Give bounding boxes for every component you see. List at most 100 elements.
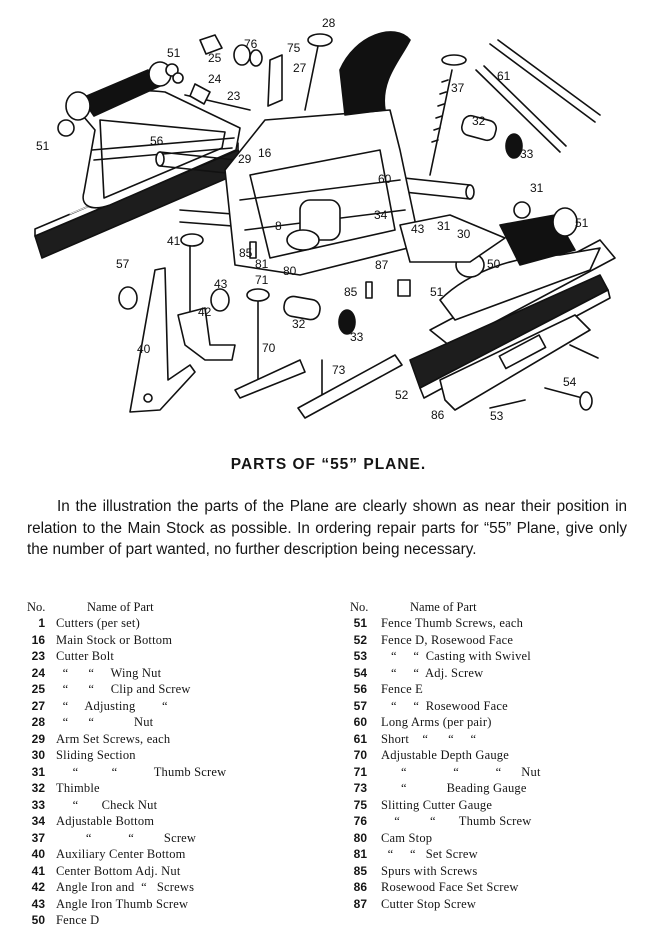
illustration-label: 76 xyxy=(244,37,258,51)
part-row: 81 “ “ Set Screw xyxy=(350,847,650,864)
part-name: Fence D, Rosewood Face xyxy=(381,632,514,647)
rear-handle xyxy=(339,31,411,116)
part-number: 40 xyxy=(31,847,45,861)
part-name: Main Stock or Bottom xyxy=(56,632,173,647)
part-number: 16 xyxy=(31,632,45,647)
illustration-label: 53 xyxy=(490,409,504,423)
part-number: 87 xyxy=(353,896,367,911)
part-number: 25 xyxy=(31,682,45,696)
illustration-label: 34 xyxy=(374,208,388,222)
part-number: 52 xyxy=(353,632,367,647)
parts-illustration: 28 51 25 76 75 27 61 37 24 23 32 33 56 1… xyxy=(34,16,616,423)
part-number: 24 xyxy=(31,665,45,680)
illustration-label: 85 xyxy=(239,246,253,260)
part-row: 57 “ “ Rosewood Face xyxy=(350,699,650,716)
illustration-label: 25 xyxy=(208,51,222,65)
clip-25 xyxy=(199,34,223,55)
part-name: “ “ Rosewood Face xyxy=(381,698,508,713)
part-name: Spurs with Screws xyxy=(381,863,478,878)
part-number: 86 xyxy=(353,880,367,894)
illustration-label: 54 xyxy=(563,375,577,389)
sliding-section xyxy=(399,214,506,263)
fence-d-casting-swivel xyxy=(439,314,599,411)
illustration-label: 27 xyxy=(293,61,307,75)
intro-paragraph: In the illustration the parts of the Pla… xyxy=(27,498,627,558)
part-name: “ Adjusting “ xyxy=(56,698,168,713)
part-number: 37 xyxy=(31,830,45,845)
number-column-header: No. xyxy=(350,600,369,614)
part-number: 61 xyxy=(353,731,367,746)
thumb-screw-43-a xyxy=(210,288,230,312)
part-name: Cam Stop xyxy=(381,830,433,845)
part-row: 40 Auxiliary Center Bottom xyxy=(27,847,337,864)
part-number: 31 xyxy=(31,764,45,779)
illustration-label: 51 xyxy=(36,139,50,153)
part-name: “ “ Casting with Swivel xyxy=(381,649,531,663)
part-number: 32 xyxy=(31,781,45,795)
part-name: “ “ Thumb Screw xyxy=(56,764,227,779)
illustration-label: 29 xyxy=(238,152,252,166)
number-column-header: No. xyxy=(27,600,46,614)
illustration-label: 87 xyxy=(375,258,389,272)
part-number: 29 xyxy=(31,731,45,746)
main-stock xyxy=(224,109,421,276)
cam-stop xyxy=(286,229,320,251)
illustration-label: 8 xyxy=(275,219,282,233)
part-number: 70 xyxy=(353,748,367,762)
fence-handle xyxy=(57,61,184,137)
illustration-label: 80 xyxy=(283,264,297,278)
adj-screw-54 xyxy=(544,387,593,411)
illustration-label: 37 xyxy=(451,81,465,95)
part-number: 71 xyxy=(353,764,367,779)
part-number: 75 xyxy=(353,797,367,812)
part-number: 42 xyxy=(31,880,45,894)
part-name: “ “ Screw xyxy=(56,830,197,845)
illustration-label: 60 xyxy=(378,172,392,186)
part-name: Auxiliary Center Bottom xyxy=(56,847,186,861)
part-name: Slitting Cutter Gauge xyxy=(381,797,493,812)
part-number: 57 xyxy=(353,698,367,713)
illustration-label: 75 xyxy=(287,41,301,55)
part-number: 1 xyxy=(38,616,45,630)
illustration-label: 56 xyxy=(150,134,164,148)
thimble-top xyxy=(460,114,523,159)
illustration-label: 31 xyxy=(530,181,544,195)
illustration-label: 86 xyxy=(431,408,445,422)
part-name: Sliding Section xyxy=(56,748,136,762)
illustration-label: 24 xyxy=(208,72,222,86)
illustration-label: 57 xyxy=(116,257,130,271)
center-bottom-screw xyxy=(177,233,236,361)
illustration-label: 42 xyxy=(198,305,212,319)
part-name: Cutter Stop Screw xyxy=(381,896,477,911)
illustration-label: 43 xyxy=(411,222,425,236)
part-labels: 28 51 25 76 75 27 61 37 24 23 32 33 56 1… xyxy=(36,16,589,423)
illustration-label: 40 xyxy=(137,342,151,356)
part-name: “ “ Set Screw xyxy=(381,847,478,861)
part-row: 73 “ Beading Gauge xyxy=(350,781,650,798)
part-name: “ “ Nut xyxy=(56,715,154,729)
part-name: Long Arms (per pair) xyxy=(381,715,492,729)
thumb-screw-76 xyxy=(233,44,263,67)
part-row: 52 Fence D, Rosewood Face xyxy=(350,633,650,650)
part-number: 34 xyxy=(31,814,45,828)
adjustable-depth-gauge xyxy=(234,288,306,399)
part-row: 54 “ “ Adj. Screw xyxy=(350,666,650,683)
part-name: “ Check Nut xyxy=(56,797,158,812)
part-name: “ Beading Gauge xyxy=(381,781,527,795)
part-row: 27 “ Adjusting “ xyxy=(27,699,337,716)
adjusting-nut-28 xyxy=(304,33,333,111)
thumb-screw-43-b xyxy=(118,286,138,310)
part-number: 54 xyxy=(353,665,367,680)
